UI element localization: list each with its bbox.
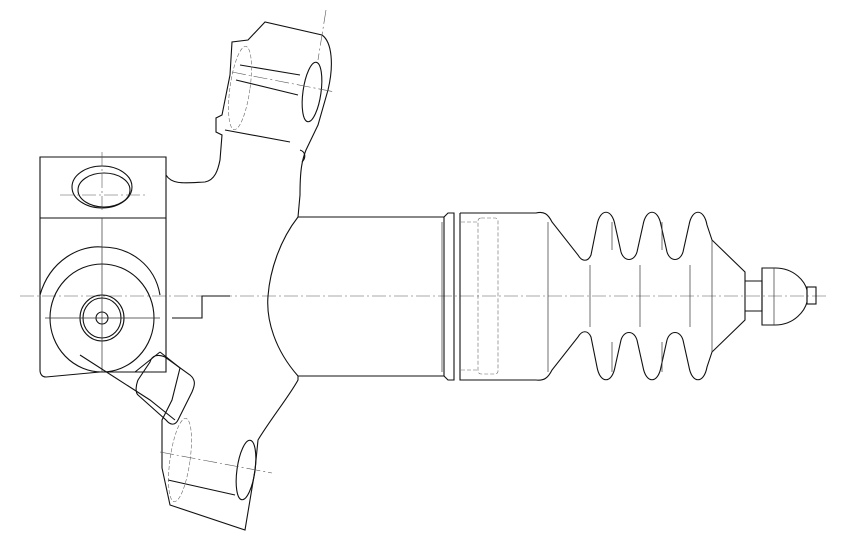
flange-web-recess [135,354,195,425]
upper-bolt-hole [301,61,323,123]
lower-bolt-hole [235,439,257,501]
push-rod [745,267,817,326]
port-block [39,152,230,378]
bellows-boot [530,211,746,381]
boot-sleeve [459,212,530,381]
inlet-port [39,218,161,373]
mounting-flange [79,9,336,531]
bleed-port [60,152,145,213]
cylinder-body [298,212,455,381]
